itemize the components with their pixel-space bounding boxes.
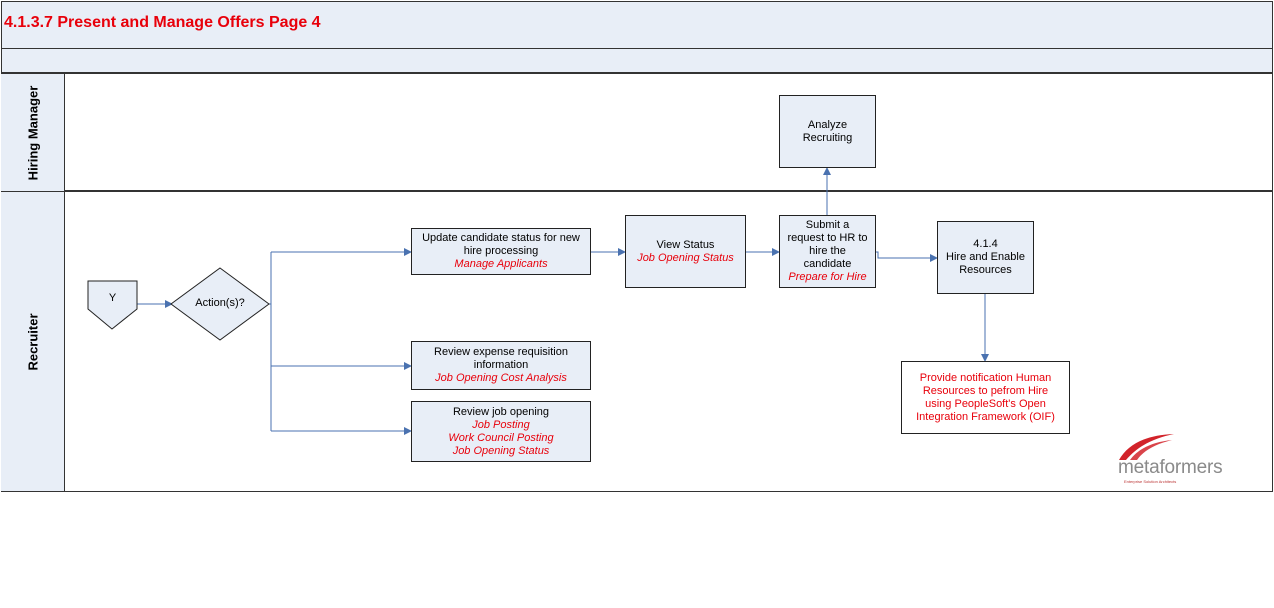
start-connector-shape	[87, 280, 138, 330]
hire-enable-box: 4.1.4 Hire and Enable Resources	[937, 221, 1034, 294]
decision-diamond	[170, 267, 270, 341]
diagram-header	[1, 1, 1273, 49]
provide-notification-text: Provide notification Human Resources to …	[916, 371, 1055, 423]
review-job-title: Review job opening	[452, 405, 549, 418]
job-opening-status-link[interactable]: Job Opening Status	[637, 251, 734, 264]
submit-request-box: Submit a request to HR to hire the candi…	[779, 215, 876, 288]
submit-request-title: Submit a request to HR to hire the candi…	[787, 219, 868, 270]
review-expense-title: Review expense requisition information	[434, 346, 568, 371]
decision-label: Action(s)?	[195, 297, 245, 309]
logo-wordmark: metaformers	[1118, 457, 1223, 478]
analyze-recruiting-title: Analyze Recruiting	[802, 118, 853, 144]
lane-label-recruiter: Recruiter	[1, 192, 65, 491]
job-posting-link[interactable]: Job Posting	[472, 418, 530, 431]
logo-tagline: Enterprise Solution Architects	[1124, 479, 1177, 484]
update-status-title: Update candidate status for new hire pro…	[422, 232, 580, 257]
job-opening-status-link-2[interactable]: Job Opening Status	[452, 444, 550, 457]
analyze-recruiting-box: Analyze Recruiting	[779, 95, 876, 168]
prepare-for-hire-link[interactable]: Prepare for Hire	[788, 271, 867, 283]
metaformers-swoosh-icon	[1119, 434, 1174, 460]
header-subbar	[1, 49, 1273, 73]
review-job-box: Review job opening Job Posting Work Coun…	[411, 401, 591, 462]
page-title: 4.1.3.7 Present and Manage Offers Page 4	[4, 14, 321, 31]
start-label: Y	[108, 292, 117, 304]
hire-enable-title: 4.1.4 Hire and Enable Resources	[946, 238, 1025, 276]
connector-submit-to-hire	[876, 251, 938, 262]
job-opening-cost-analysis-link[interactable]: Job Opening Cost Analysis	[435, 372, 567, 384]
update-status-box: Update candidate status for new hire pro…	[411, 228, 591, 275]
view-status-box: View Status Job Opening Status	[625, 215, 746, 288]
lane-label-hiring-manager: Hiring Manager	[1, 74, 65, 191]
lane-hiring-manager	[1, 73, 1273, 191]
work-council-posting-link[interactable]: Work Council Posting	[448, 431, 554, 444]
view-status-title: View Status	[656, 238, 715, 251]
manage-applicants-link[interactable]: Manage Applicants	[454, 258, 548, 270]
review-expense-box: Review expense requisition information J…	[411, 341, 591, 390]
provide-notification-box: Provide notification Human Resources to …	[901, 361, 1070, 434]
